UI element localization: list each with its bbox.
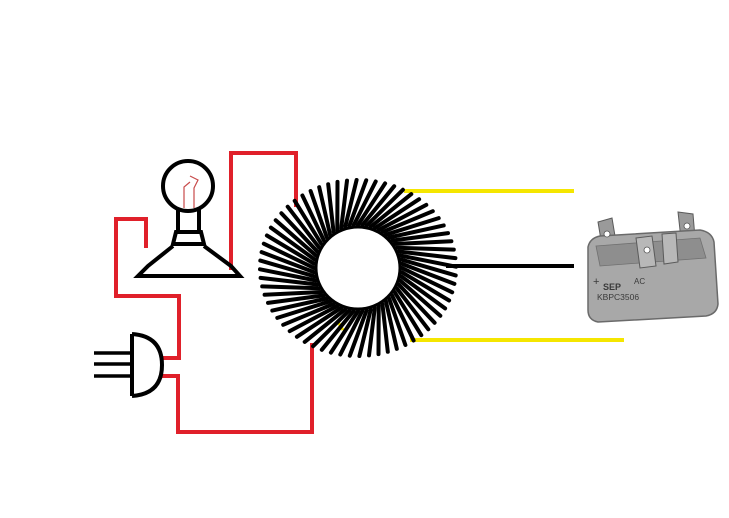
- winding-turn: [261, 241, 316, 270]
- winding-turn: [317, 185, 333, 237]
- bridge-rectifier-icon: + SEP AC KBPC3506: [587, 211, 719, 323]
- winding-turn: [300, 193, 326, 243]
- winding-turn: [347, 178, 369, 228]
- rectifier-hole-right: [683, 222, 691, 230]
- winding-turn: [360, 184, 397, 228]
- winding-turn: [308, 189, 329, 240]
- light-bulb-icon: [133, 159, 245, 278]
- winding-turn: [398, 253, 458, 269]
- toroid-core-hole: [314, 225, 402, 311]
- winding-turn: [392, 290, 424, 338]
- winding-turn: [383, 299, 399, 351]
- mains-wiring: [114, 151, 314, 434]
- winding-turn: [326, 182, 336, 235]
- winding-turn: [294, 305, 344, 339]
- winding-turn: [287, 304, 340, 334]
- rectifier-plus-marking: +: [593, 276, 599, 288]
- winding-turn: [367, 305, 377, 358]
- rectifier-part-number: KBPC3506: [597, 292, 639, 302]
- winding-turn: [347, 308, 369, 358]
- winding-turn: [399, 257, 458, 278]
- plug-pins: [94, 351, 132, 378]
- winding-turn: [390, 231, 450, 243]
- winding-turn: [343, 178, 359, 229]
- rectifier-brand: SEP: [603, 282, 621, 292]
- winding-turn: [319, 308, 356, 352]
- rectifier-hole-mid: [643, 246, 651, 254]
- winding-turn: [258, 267, 318, 283]
- winding-turn: [368, 192, 414, 229]
- wire-plug-bottom: [160, 343, 314, 434]
- winding-turn: [380, 209, 435, 235]
- bulb-socket: [170, 230, 207, 246]
- bulb-glass: [161, 159, 215, 213]
- winding-turn: [258, 258, 317, 279]
- winding-turn: [264, 233, 317, 266]
- winding-turn: [270, 296, 329, 313]
- wire-lamp-right: [229, 151, 298, 270]
- bulb-filament: [183, 175, 199, 208]
- winding-turn: [285, 204, 322, 250]
- winding-turn: [357, 307, 373, 358]
- winding-turn: [372, 197, 422, 231]
- winding-turn: [356, 181, 388, 227]
- wire-lamp-left: [114, 217, 181, 360]
- winding-turn: [376, 202, 429, 232]
- winding-turn: [258, 275, 320, 287]
- winding-turn: [339, 178, 349, 231]
- winding-turn: [279, 211, 320, 254]
- winding-turn: [328, 309, 360, 355]
- power-plug-icon: [94, 332, 165, 398]
- winding-turn: [400, 266, 455, 295]
- winding-turn: [268, 225, 317, 262]
- winding-turn: [383, 216, 441, 237]
- winding-turn: [387, 296, 408, 347]
- winding-turn: [292, 198, 324, 246]
- winding-turn: [302, 307, 348, 344]
- winding-turn: [262, 290, 324, 297]
- winding-turn: [338, 308, 365, 357]
- winding-turn: [399, 270, 452, 303]
- winding-turn: [275, 299, 333, 320]
- winding-turn: [266, 293, 326, 305]
- winding-turn: [398, 278, 443, 318]
- winding-turn: [387, 223, 446, 240]
- winding-turn: [396, 282, 437, 325]
- secondary-wiring: [336, 189, 624, 342]
- lamp-base: [133, 244, 245, 278]
- winding-turn: [394, 245, 456, 252]
- winding-turn: [281, 301, 336, 327]
- plug-body: [130, 332, 165, 398]
- rectifier-tab-mid-right: [661, 232, 679, 265]
- winding-turn: [390, 293, 416, 343]
- toroidal-transformer-icon: [258, 178, 458, 358]
- winding-turn: [399, 261, 457, 286]
- winding-turn: [399, 274, 448, 311]
- bulb-neck: [176, 209, 201, 232]
- winding-turn: [364, 187, 405, 228]
- winding-turn: [380, 301, 390, 354]
- rectifier-ac-marking: AC: [634, 277, 645, 286]
- winding-turn: [392, 239, 454, 246]
- winding-turn: [396, 249, 458, 261]
- winding-turn: [351, 179, 378, 228]
- rectifier-hole-left: [603, 230, 611, 238]
- winding-turn: [259, 250, 317, 275]
- winding-turn: [260, 284, 322, 291]
- winding-turn: [311, 308, 352, 349]
- winding-turn: [273, 218, 318, 258]
- winding-turn: [394, 286, 431, 332]
